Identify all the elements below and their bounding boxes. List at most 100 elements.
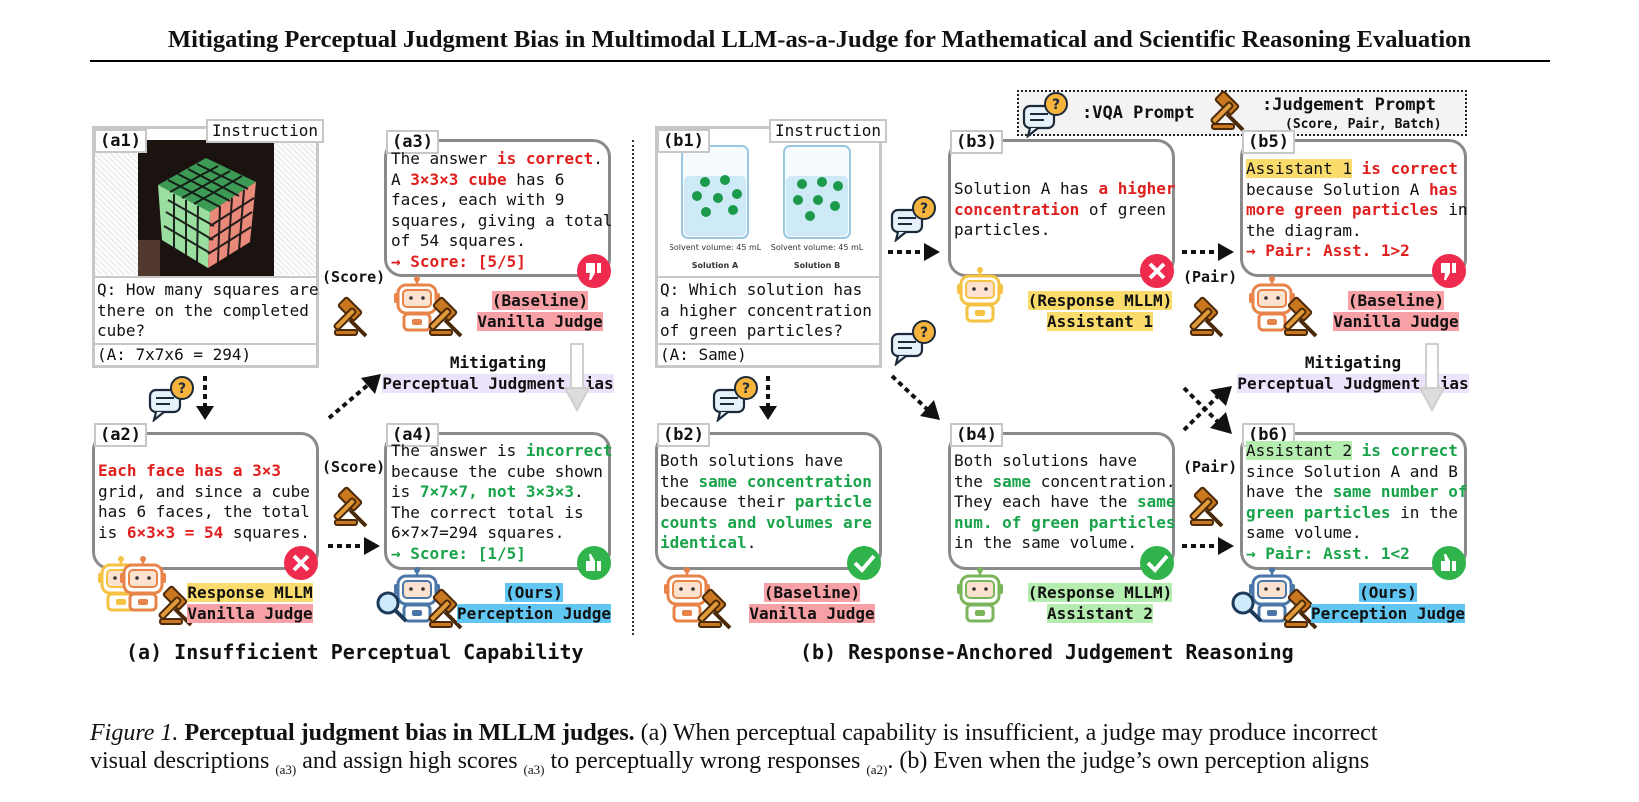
b6-t3: since Solution A and B have the: [1246, 461, 1458, 502]
b5-tag: (b5): [1242, 130, 1295, 154]
caption-rest: (a) When perceptual capability is insuff…: [634, 720, 1378, 746]
caption-line2b: and assign high scores: [296, 748, 524, 774]
a2-label: Response MLLM Vanilla Judge: [180, 582, 320, 624]
a4-magnifier-icon: [376, 591, 408, 623]
b5-label: (Baseline) Vanilla Judge: [1326, 290, 1466, 332]
b4-t1: Both solutions have the: [954, 451, 1138, 491]
a-mitigate-1: Mitigating: [449, 353, 547, 372]
a2-tag: (a2): [94, 423, 147, 447]
a4-label-1: (Ours): [505, 583, 563, 602]
a4-tag: (a4): [386, 423, 439, 447]
caption-line2d: . (b) Even when the judge’s own percepti…: [887, 748, 1370, 774]
b3-wrong-icon: [1140, 254, 1174, 288]
a2-wrong-icon: [284, 546, 318, 580]
arrow-a2-a3: [327, 374, 381, 420]
b6-t1: Assistant 2: [1246, 441, 1352, 460]
a3-t5: has 6 faces, each with 9 squares, giving…: [391, 169, 613, 251]
b4-label-1: (Response MLLM): [1027, 583, 1173, 602]
b2-label: (Baseline) Vanilla Judge: [742, 582, 882, 624]
b3-bubble: [948, 139, 1175, 277]
subcaption-a: (a) Insufficient Perceptual Capability: [126, 640, 584, 664]
b2-t3: because their: [660, 492, 786, 511]
b2-label-1: (Baseline): [763, 583, 861, 602]
b5-thumbs-down-icon: [1432, 254, 1466, 288]
b6-t2: is correct: [1351, 441, 1458, 460]
b2-correct-icon: [847, 546, 881, 580]
a2-t1: Each face has a 3×3: [98, 461, 282, 480]
b3-label-2: Assistant 1: [1047, 312, 1153, 331]
arrow-b4-b6: [1182, 537, 1234, 555]
arrow-cross: [1182, 386, 1232, 434]
arrow-b3-b5: [1182, 243, 1234, 261]
a3-t6: → Score: [5/5]: [391, 251, 526, 271]
arrow-a1-a2: [196, 376, 214, 420]
a4-bubble: [384, 432, 611, 570]
a3-bubble: [384, 139, 611, 277]
b1-instruction-tag: Instruction: [769, 119, 887, 143]
a2-t2: grid, and since a cube has 6 faces, the …: [98, 481, 310, 542]
b4-bubble: [948, 432, 1175, 570]
center-divider: [632, 140, 634, 635]
b4-t5: in the same volume.: [954, 533, 1138, 552]
a1-divider-2: [95, 343, 316, 345]
a3-t1: The answer: [391, 149, 497, 168]
b6-t4: same number of green particles: [1246, 482, 1468, 522]
legend-vqa: :VQA Prompt: [1082, 103, 1195, 123]
caption-bold: Perceptual judgment bias in MLLM judges.: [178, 720, 635, 746]
arrow-b1-b3: [888, 243, 940, 261]
a1-tag: (a1): [94, 129, 147, 153]
caption-line2a: visual descriptions: [90, 748, 276, 774]
b-mitigate-arrow: [1419, 343, 1445, 413]
b5-label-1: (Baseline): [1347, 291, 1445, 310]
b2-tag: (b2): [657, 423, 710, 447]
b6-t5: in the same volume.: [1246, 502, 1458, 543]
b3-text: Solution A has a higher concentration of…: [954, 179, 1176, 241]
b6-text: Assistant 2 is correct since Solution A …: [1246, 441, 1468, 564]
a2-t4: squares.: [223, 522, 310, 542]
caption-fig-label: Figure 1.: [90, 720, 179, 746]
b2-vqa-chat-icon: [712, 376, 759, 422]
b4-t4: same num. of green particles: [954, 492, 1176, 532]
b1-answer: (A: Same): [660, 345, 747, 364]
b-mitigate-1: Mitigating: [1304, 353, 1402, 372]
legend-judge: :Judgement Prompt: [1262, 95, 1436, 115]
b2-t5: .: [746, 533, 757, 552]
a-score-gavel-2: [331, 486, 368, 528]
figure-caption: Figure 1. Perceptual judgment bias in ML…: [90, 719, 1560, 784]
b2-t4: particle counts and volumes are identica…: [660, 492, 872, 552]
b3-mllm-robot-icon: [955, 266, 1005, 323]
b1-vol-a: Solvent volume: 45 mL: [670, 243, 762, 252]
b-pair-gavel-1: [1187, 296, 1224, 338]
b4-t3: concentration. They each have the: [954, 471, 1176, 512]
b6-magnifier-icon: [1231, 591, 1263, 623]
a4-t1: The answer is: [391, 441, 526, 460]
b3-t2: a higher concentration: [954, 179, 1176, 219]
b4-label: (Response MLLM) Assistant 2: [1020, 582, 1180, 624]
caption-ref1: (a3): [275, 761, 297, 777]
a3-t2: is correct: [496, 149, 594, 168]
a2-bubble: [92, 432, 319, 570]
b6-label: (Ours) Perception Judge: [1310, 582, 1466, 624]
subcaption-b: (b) Response-Anchored Judgement Reasonin…: [800, 640, 1294, 664]
caption-ref3: (a2): [866, 761, 888, 777]
a4-label: (Ours) Perception Judge: [456, 582, 612, 624]
a-score-label-2: (Score): [322, 458, 386, 476]
a3-t3: . A: [391, 149, 603, 189]
b5-label-2: Vanilla Judge: [1333, 312, 1459, 331]
a4-t5: . The correct total is 6×7×7=294 squares…: [391, 482, 584, 542]
a2-label-2: Vanilla Judge: [187, 604, 313, 623]
b3-label-1: (Response MLLM): [1027, 291, 1173, 310]
b6-thumbs-up-icon: [1432, 546, 1466, 580]
b4-text: Both solutions have the same concentrati…: [954, 451, 1176, 554]
a3-label-2: Vanilla Judge: [477, 312, 603, 331]
b1-sol-a: Solution A: [692, 261, 739, 270]
a2-text: Each face has a 3×3 grid, and since a cu…: [98, 461, 310, 543]
b5-gavel-icon: [1281, 296, 1318, 338]
b3-tag: (b3): [950, 130, 1003, 154]
a2-t3: 6×3×3 = 54: [126, 522, 224, 542]
b5-t6: → Pair: Asst. 1>2: [1246, 241, 1410, 260]
a3-text: The answer is correct. A 3×3×3 cube has …: [391, 149, 613, 272]
beakers-image: Solvent volume: 45 mL Solvent volume: 45…: [670, 145, 864, 270]
b2-gavel-icon: [695, 588, 732, 630]
a-mitigate-label: Mitigating Perceptual Judgment Bias: [382, 352, 614, 394]
